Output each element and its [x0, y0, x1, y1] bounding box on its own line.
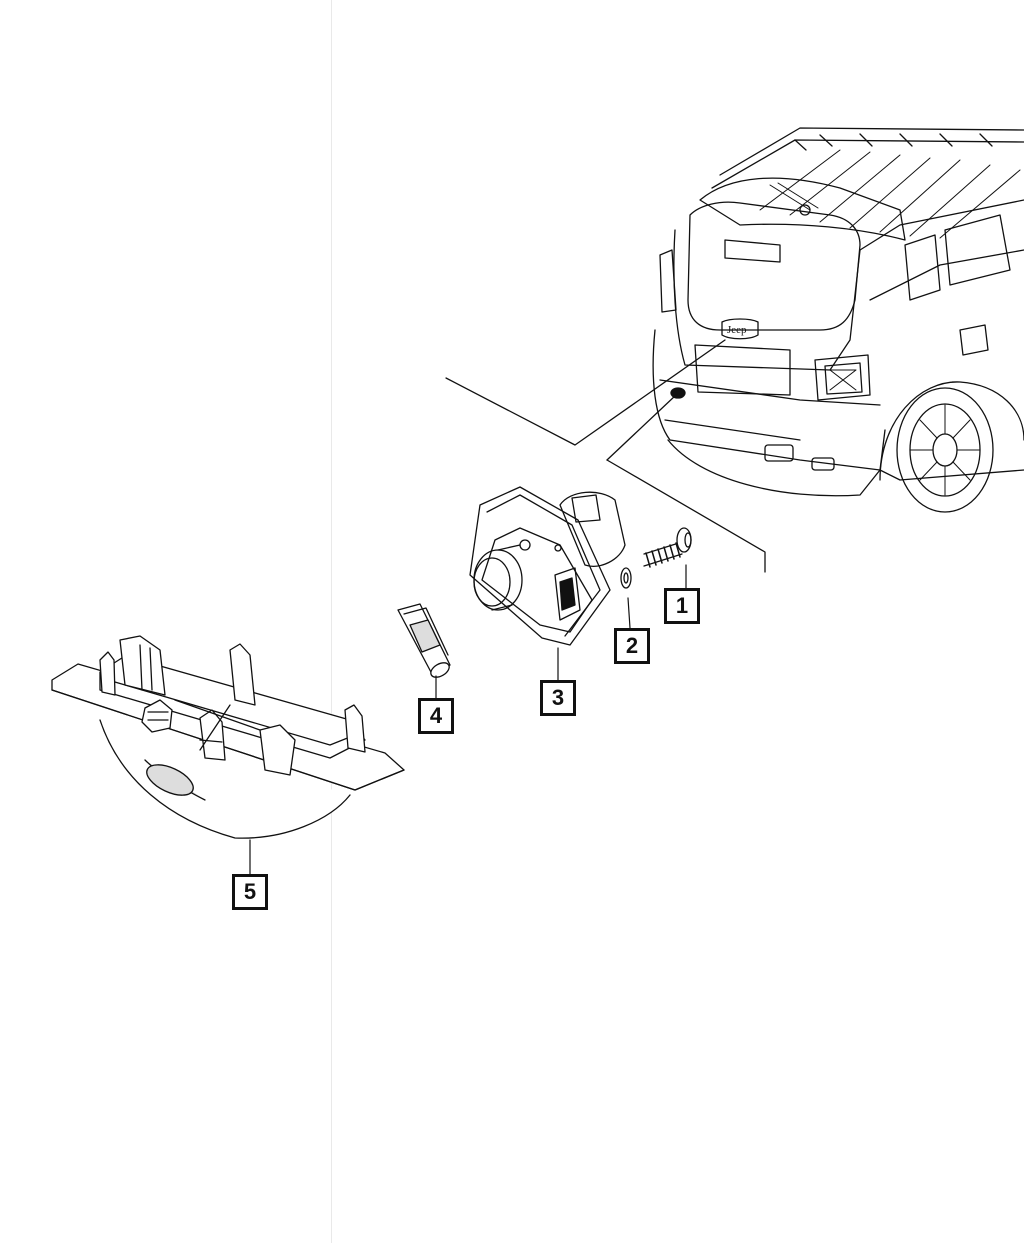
part-5-housing — [51, 635, 405, 839]
panel-divider — [331, 0, 332, 1243]
callout-5: 5 — [232, 874, 268, 910]
part-4-seal — [397, 603, 451, 678]
svg-text:Jeep: Jeep — [727, 324, 747, 336]
part-3-camera — [469, 486, 626, 646]
vehicle-illustration: Jeep — [652, 127, 1024, 513]
part-2-washer — [620, 567, 632, 589]
vehicle-leader-lines — [445, 339, 766, 573]
part-1-screw — [643, 527, 692, 568]
callout-3: 3 — [540, 680, 576, 716]
callout-2: 2 — [614, 628, 650, 664]
callout-4: 4 — [418, 698, 454, 734]
callout-leader-lines — [249, 564, 687, 875]
callout-1: 1 — [664, 588, 700, 624]
